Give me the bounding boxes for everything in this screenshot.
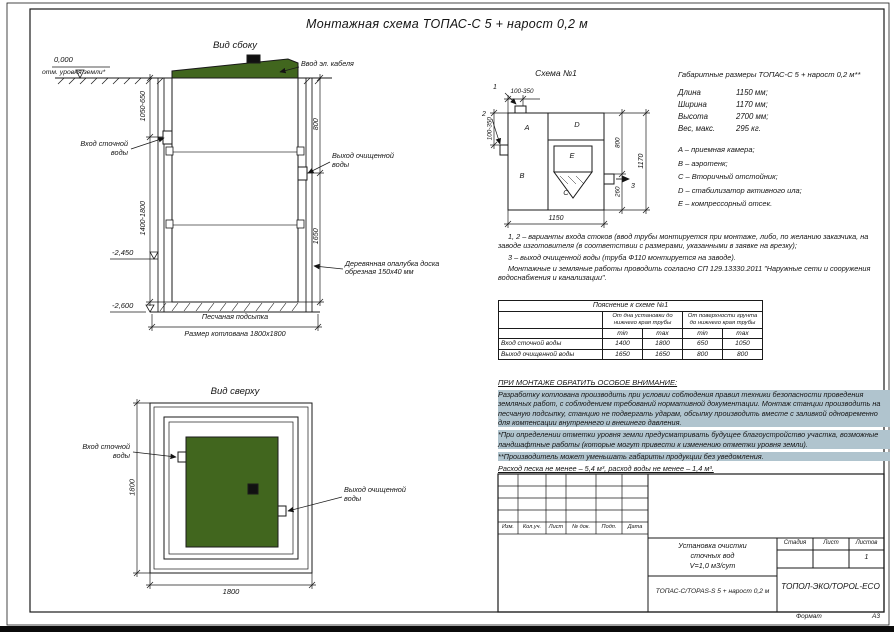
scan-edge-bar xyxy=(0,626,894,632)
table-group-header-row: От дна установки до нижнего края трубы О… xyxy=(498,311,763,329)
top-view-drawing xyxy=(132,399,343,589)
compartment-legend: A – приемная камера; B – аэротенк; C – В… xyxy=(678,145,886,208)
tb-stage-label: Стадия xyxy=(783,540,807,546)
top-view-title: Вид сверху xyxy=(210,386,260,397)
note-1: 1, 2 – варианты входа стоков (ввод трубы… xyxy=(498,232,869,251)
tb-doc-name-3: V=1,0 м3/сут xyxy=(689,561,736,570)
ground-elevation-label: отм. уровня земли* xyxy=(42,69,106,76)
top-inlet-label: Вход сточной воды xyxy=(82,442,130,460)
format-value: А3 xyxy=(872,613,880,620)
table-row: Вход сточной воды 1400 1800 650 1050 xyxy=(498,338,763,350)
warning-paragraph-1: Разработку котлована производить при усл… xyxy=(498,390,890,428)
note-3: Монтажные и земляные работы проводить со… xyxy=(498,263,871,283)
tb-header-izm: Изм. xyxy=(502,524,514,530)
formwork-label: Деревянная опалубка доска обрезная 150x4… xyxy=(345,259,440,277)
spec-width: Ширина 1170 мм; xyxy=(678,100,768,109)
ground-elevation-mark: 0,000 xyxy=(54,55,73,64)
schema-dim-top: 100-350 xyxy=(510,88,534,95)
table-title: Пояснение к схеме №1 xyxy=(498,299,763,313)
cable-entry-label: Ввод эл. кабеля xyxy=(301,59,354,68)
legend-a: A – приемная камера; xyxy=(678,145,755,154)
tb-header-podp: Подп. xyxy=(601,524,617,530)
warning-heading: ПРИ МОНТАЖЕ ОБРАТИТЬ ОСОБОЕ ВНИМАНИЕ: xyxy=(498,378,678,387)
dim-pit-bottom: 1800 xyxy=(222,587,240,596)
dim-pit-left: 1800 xyxy=(127,479,137,496)
table-group-1: От дна установки до нижнего края трубы xyxy=(602,311,683,329)
notes-block: 1, 2 – варианты входа стоков (ввод трубы… xyxy=(498,232,888,285)
table-minmax-row: min max min max xyxy=(498,327,763,340)
title-block: Изм. Кол.уч. Лист № док. Подп. Дата Уста… xyxy=(498,474,884,612)
warnings-block: ПРИ МОНТАЖЕ ОБРАТИТЬ ОСОБОЕ ВНИМАНИЕ: Ра… xyxy=(498,378,890,477)
top-outlet-label: Выход очищенной воды xyxy=(344,485,406,503)
schema-dim-800: 800 xyxy=(614,137,622,148)
tb-header-koluch: Кол.уч. xyxy=(522,524,542,530)
dim-outlet-from-bottom: 1650 xyxy=(310,228,320,245)
side-inlet-label: Вход сточной воды xyxy=(80,139,128,157)
dim-inlet-from-bottom: 1400-1800 xyxy=(137,201,147,236)
format-label: Формат xyxy=(796,613,822,620)
table-title-row: Пояснение к схеме №1 xyxy=(498,299,763,313)
tb-header-data: Дата xyxy=(627,524,643,530)
level-mark-2450: -2,450 xyxy=(112,248,134,257)
tb-sheets-label: Листов xyxy=(855,540,878,546)
tb-header-ndok: № док. xyxy=(571,524,590,530)
dim-inlet-depth: 1050-650 xyxy=(137,91,147,122)
warning-paragraph-3: **Производитель может уменьшать габариты… xyxy=(498,451,890,462)
legend-b: B – аэротенк; xyxy=(678,158,728,168)
format-note: Формат А3 xyxy=(796,613,880,620)
schema-dim-bottom: 1150 xyxy=(548,215,564,222)
schema-dim-right: 1170 xyxy=(637,153,645,169)
schema-dim-left: 100-350 xyxy=(486,117,494,141)
pipe-depth-table: Пояснение к схеме №1 От дна установки до… xyxy=(498,299,763,361)
schema-title: Схема №1 xyxy=(535,68,577,78)
schema-dim-260: 260 xyxy=(614,186,622,197)
schema-marker-3: 3 xyxy=(631,183,635,190)
spec-weight: Вес, макс. 295 кг. xyxy=(678,124,761,133)
side-outlet-label: Выход очищенной воды xyxy=(332,151,394,169)
specs-heading: Габаритные размеры ТОПАС-С 5 + нарост 0,… xyxy=(678,70,861,79)
note-2: 3 – выход очищенной воды (труба Ф110 мон… xyxy=(508,252,736,262)
level-mark-2600: -2,600 xyxy=(112,301,134,310)
legend-d: D – стабилизатор активного ила; xyxy=(678,185,802,195)
pit-size-label: Размер котлована 1800x1800 xyxy=(184,329,286,338)
schema-compartment-d: D xyxy=(574,120,580,129)
schema-marker-2: 2 xyxy=(482,111,486,118)
tb-doc-name-1: Установка очистки xyxy=(678,541,747,550)
table-group-2: От поверхности грунта до нижнего края тр… xyxy=(682,311,763,329)
legend-c: C – Вторичный отстойник; xyxy=(678,172,778,181)
dim-outlet-depth: 800 xyxy=(310,118,320,131)
warning-paragraph-2: *При определении отметки уровня земли пр… xyxy=(498,430,890,449)
legend-e: E – компрессорный отсек. xyxy=(678,199,773,208)
table-row: Выход очищенной воды 1650 1650 800 800 xyxy=(498,348,763,361)
schema-marker-1: 1 xyxy=(493,84,497,91)
specs-panel: Габаритные размеры ТОПАС-С 5 + нарост 0,… xyxy=(678,70,886,213)
spec-length: Длина 1150 мм; xyxy=(678,88,768,97)
tb-header-list: Лист xyxy=(548,524,564,530)
schema-compartment-e: E xyxy=(569,151,575,160)
tb-company-name: ТОПОЛ-ЭКО/TOPOL-ECO xyxy=(781,582,880,591)
sand-bedding-label: Песчаная подсыпка xyxy=(201,312,269,321)
page-title: Монтажная схема ТОПАС-С 5 + нарост 0,2 м xyxy=(306,17,588,31)
tb-sheets-value: 1 xyxy=(864,554,869,561)
schema-drawing xyxy=(490,92,650,228)
warning-paragraph-4: Расход песка не менее – 5,4 м³, расход в… xyxy=(498,464,714,474)
tb-sheet-label: Лист xyxy=(823,540,839,546)
tb-doc-name-2: сточных вод xyxy=(690,551,735,560)
tb-product-name: ТОПАС-С/TOPAS-S 5 + нарост 0,2 м xyxy=(655,588,770,595)
schema-compartment-c: C xyxy=(563,188,569,197)
sheet-frame xyxy=(6,2,890,626)
side-view-title: Вид сбоку xyxy=(212,40,258,51)
schema-compartment-b: B xyxy=(519,171,525,180)
side-view-drawing xyxy=(52,54,344,331)
title-block-lines xyxy=(497,473,885,613)
schema-compartment-a: A xyxy=(524,123,530,132)
spec-height: Высота 2700 мм; xyxy=(678,112,769,121)
